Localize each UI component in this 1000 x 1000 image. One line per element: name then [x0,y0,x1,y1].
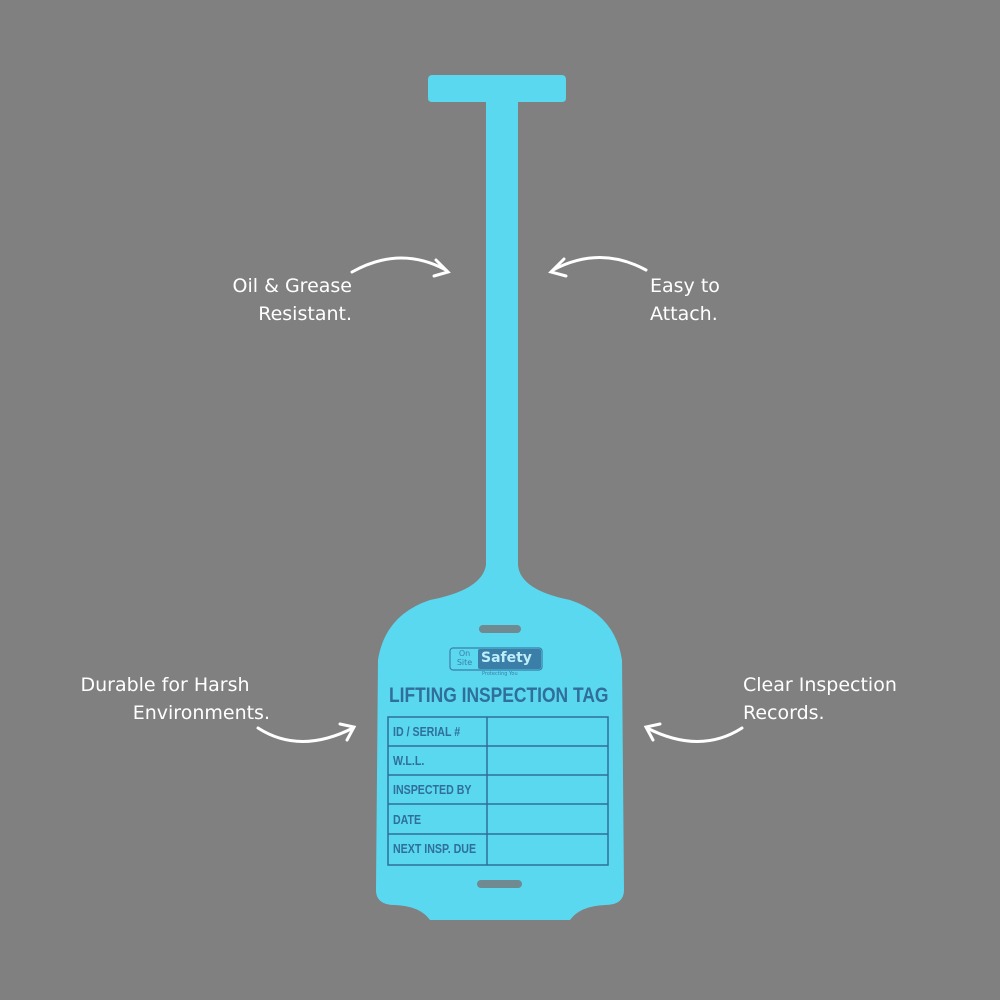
arrow-icon [350,256,451,278]
tag-body [376,75,624,920]
callout-line: Oil & Grease [232,275,352,297]
row-label-next-due: NEXT INSP. DUE [393,842,477,856]
callout-line: Records. [743,702,825,724]
callout-line: Environments. [132,702,270,724]
logo-brand: Safety [481,650,532,666]
arrow-icon [548,256,648,278]
logo-text: On [458,649,471,658]
logo-tagline: Protecting You [482,671,518,677]
callout-clear-records: Clear Inspection Records. [743,671,897,727]
arrow-icon [643,722,744,743]
row-label-id: ID / SERIAL # [393,725,461,739]
bottom-slot [477,880,522,888]
logo-text: Site [456,658,473,667]
logo-brand-bg [478,649,541,669]
callout-line: Durable for Harsh [80,674,250,696]
callout-oil-grease: Oil & Grease Resistant. [233,272,352,328]
logo-on-site: On Site [452,649,477,667]
callout-line: Attach. [650,303,718,325]
row-label-date: DATE [393,813,422,827]
callout-line: Easy to [650,275,720,297]
callout-line: Resistant. [258,303,352,325]
row-label-wll: W.L.L. [393,754,425,768]
inspection-table [387,716,609,866]
row-label-inspected-by: INSPECTED BY [393,783,472,797]
tag-title: LIFTING INSPECTION TAG [389,684,609,707]
callout-durable: Durable for Harsh Environments. [60,671,270,727]
top-slot [479,625,521,633]
logo-box [449,647,543,671]
callout-line: Clear Inspection [743,674,897,696]
callout-easy-attach: Easy to Attach. [650,272,720,328]
arrow-icon [256,722,357,743]
